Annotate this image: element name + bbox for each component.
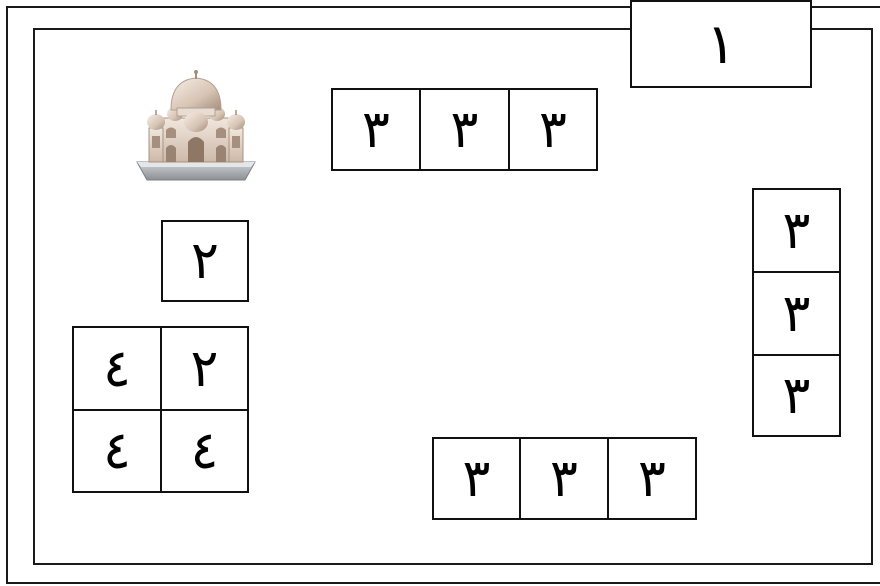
bottom-row-cell: ٣ xyxy=(519,437,609,520)
single-two-cell: ٢ xyxy=(161,220,249,302)
right-column-cell: ٣ xyxy=(752,354,841,437)
grid-cell-label: ٢ xyxy=(190,338,219,399)
right-column-label: ٣ xyxy=(782,283,811,344)
top-row-cell: ٣ xyxy=(508,88,598,171)
grid-cell: ٤ xyxy=(72,409,162,493)
top-row-cell: ٣ xyxy=(331,88,421,171)
top-row-label: ٣ xyxy=(450,99,479,160)
outer-border xyxy=(6,6,880,584)
right-column-cell: ٣ xyxy=(752,188,841,273)
grid-cell-label: ٤ xyxy=(103,338,131,399)
bottom-row-label: ٣ xyxy=(462,448,491,509)
top-row-label: ٣ xyxy=(362,99,390,160)
bottom-row-cell: ٣ xyxy=(432,437,521,520)
bottom-row-label: ٣ xyxy=(550,448,578,509)
bottom-row-label: ٣ xyxy=(638,448,666,509)
top-row-cell: ٣ xyxy=(419,88,510,171)
grid-cell: ٢ xyxy=(160,326,249,411)
right-column-label: ٣ xyxy=(782,200,811,261)
grid-cell-label: ٤ xyxy=(190,421,219,481)
mosque-icon xyxy=(136,70,256,181)
title-number: ١ xyxy=(705,11,737,77)
grid-cell: ٤ xyxy=(72,326,162,411)
right-column-cell: ٣ xyxy=(752,271,841,356)
top-row-label: ٣ xyxy=(539,99,567,160)
single-two-label: ٢ xyxy=(191,231,219,291)
title-number-box: ١ xyxy=(630,0,812,88)
inner-border xyxy=(33,28,873,565)
grid-cell: ٤ xyxy=(160,409,249,493)
bottom-row-cell: ٣ xyxy=(607,437,697,520)
grid-cell-label: ٤ xyxy=(103,421,131,481)
right-column-label: ٣ xyxy=(782,365,811,426)
